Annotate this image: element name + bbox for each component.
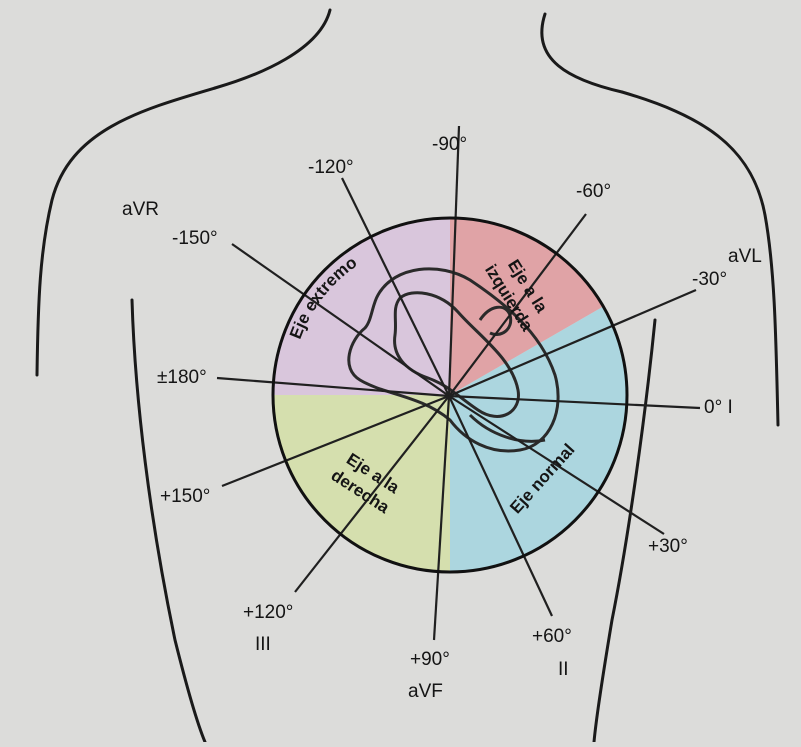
angle-label-minus60: -60° [576, 181, 611, 202]
angle-label-minus150: -150° [172, 228, 218, 249]
angle-label-minus90: -90° [432, 134, 467, 155]
lead-label-ii: II [558, 659, 569, 680]
angle-label-zero: 0° I [704, 397, 733, 418]
angle-label-plus30: +30° [648, 536, 688, 557]
lead-label-avl: aVL [728, 246, 762, 267]
lead-label-avf: aVF [408, 681, 443, 702]
lead-label-avr: aVR [122, 199, 159, 220]
neck-right [542, 14, 622, 92]
angle-label-minus120: -120° [308, 157, 354, 178]
angle-label-plusminus180: ±180° [157, 367, 207, 388]
angle-label-plus90: +90° [410, 649, 450, 670]
angle-label-plus150: +150° [160, 486, 210, 507]
angle-label-plus60: +60° [532, 626, 572, 647]
angle-label-minus30: -30° [692, 269, 727, 290]
neck-left [215, 10, 330, 88]
angle-label-plus120: +120° [243, 602, 293, 623]
lead-label-iii: III [255, 634, 271, 655]
